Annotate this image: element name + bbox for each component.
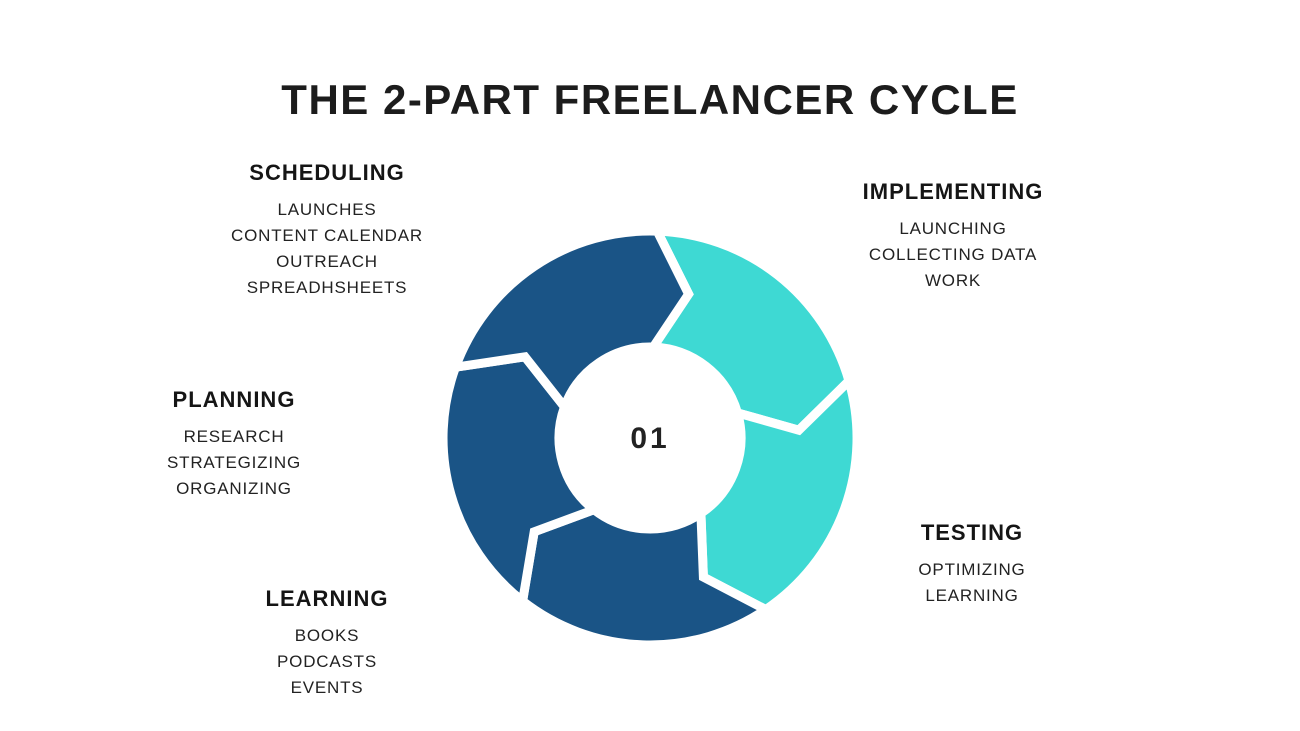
label-item: LAUNCHES [277,200,377,219]
label-item: RESEARCH [183,427,285,446]
label-item: WORK [924,271,982,290]
label-items-scheduling: LAUNCHES CONTENT CALENDAR OUTREACH SPREA… [231,197,423,301]
cycle-segment-bottom [517,504,775,650]
label-heading-implementing: IMPLEMENTING [862,179,1044,204]
cycle-segment-left [438,351,604,610]
label-group-scheduling: SCHEDULING LAUNCHES CONTENT CALENDAR OUT… [231,160,423,301]
label-items-learning: BOOKS PODCASTS EVENTS [266,623,389,701]
cycle-segment-right [696,372,862,615]
label-item: BOOKS [294,626,360,645]
label-group-planning: PLANNING RESEARCH STRATEGIZING ORGANIZIN… [167,387,301,502]
cycle-segment-top-left [448,226,694,417]
label-item: LEARNING [925,586,1019,605]
label-group-implementing: IMPLEMENTING LAUNCHING COLLECTING DATA W… [863,179,1044,294]
label-group-learning: LEARNING BOOKS PODCASTS EVENTS [266,586,389,701]
label-item: LAUNCHING [899,219,1007,238]
label-item: CONTENT CALENDAR [231,226,423,245]
label-item: OUTREACH [276,252,378,271]
label-items-testing: OPTIMIZING LEARNING [918,557,1025,609]
page-title: THE 2-PART FREELANCER CYCLE [281,76,1019,123]
label-item: ORGANIZING [176,479,292,498]
label-heading-testing: TESTING [920,520,1024,545]
label-items-implementing: LAUNCHING COLLECTING DATA WORK [863,216,1044,294]
label-heading-planning: PLANNING [172,387,296,412]
label-heading-learning: LEARNING [265,586,389,611]
label-item: STRATEGIZING [167,453,301,472]
cycle-segment-top-right [644,226,855,436]
label-items-planning: RESEARCH STRATEGIZING ORGANIZING [167,424,301,502]
label-item: SPREADHSHEETS [246,278,408,297]
label-item: COLLECTING DATA [868,245,1038,264]
cycle-center-number: 01 [630,422,670,455]
label-item: EVENTS [290,678,364,697]
label-heading-scheduling: SCHEDULING [249,160,405,185]
label-item: OPTIMIZING [918,560,1026,579]
label-item: PODCASTS [277,652,377,671]
label-group-testing: TESTING OPTIMIZING LEARNING [918,520,1025,609]
